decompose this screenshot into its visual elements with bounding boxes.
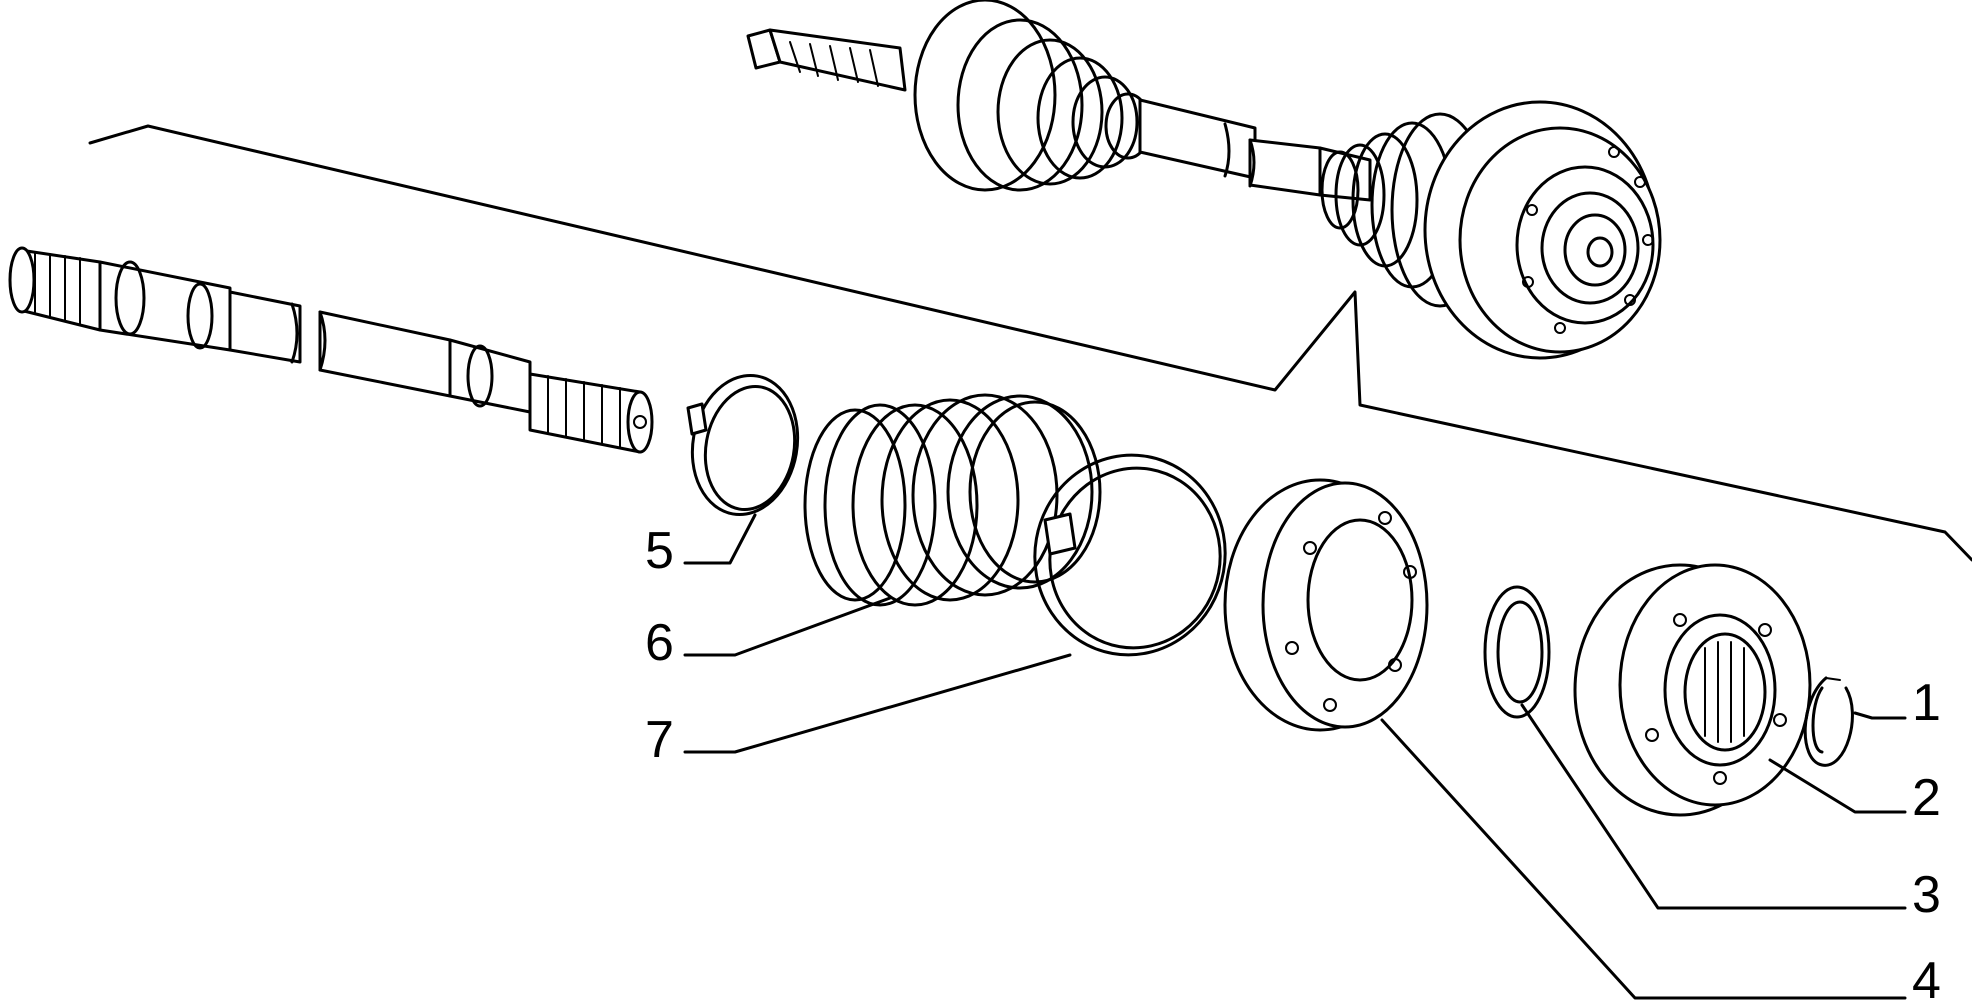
callout-1: 1 — [1912, 674, 1941, 732]
leader-line-7 — [683, 653, 1072, 754]
part-6-boot — [803, 393, 1102, 607]
part-3-washer — [1483, 585, 1551, 719]
leader-line-1 — [1853, 711, 1907, 720]
leader-line-2 — [1768, 758, 1907, 814]
part-2-cv-joint — [1573, 563, 1812, 817]
callout-3: 3 — [1912, 866, 1941, 924]
leader-line-5 — [683, 513, 757, 565]
callout-2: 2 — [1912, 769, 1941, 827]
splined-half-shaft — [8, 246, 654, 454]
part-7-large-clamp — [1033, 453, 1227, 657]
assembled-drive-shaft — [746, 0, 1662, 360]
callout-4: 4 — [1912, 952, 1941, 1002]
leader-line-4 — [1380, 718, 1907, 1000]
part-4-flange — [1223, 478, 1429, 732]
callout-7: 7 — [645, 711, 674, 769]
leader-line-6 — [683, 596, 892, 657]
leader-line-3 — [1520, 703, 1907, 910]
part-5-small-clamp — [686, 373, 800, 517]
grouping-bracket-line — [88, 124, 1972, 562]
callout-6: 6 — [645, 614, 674, 672]
callout-5: 5 — [645, 522, 674, 580]
part-1-circlip — [1803, 676, 1854, 767]
